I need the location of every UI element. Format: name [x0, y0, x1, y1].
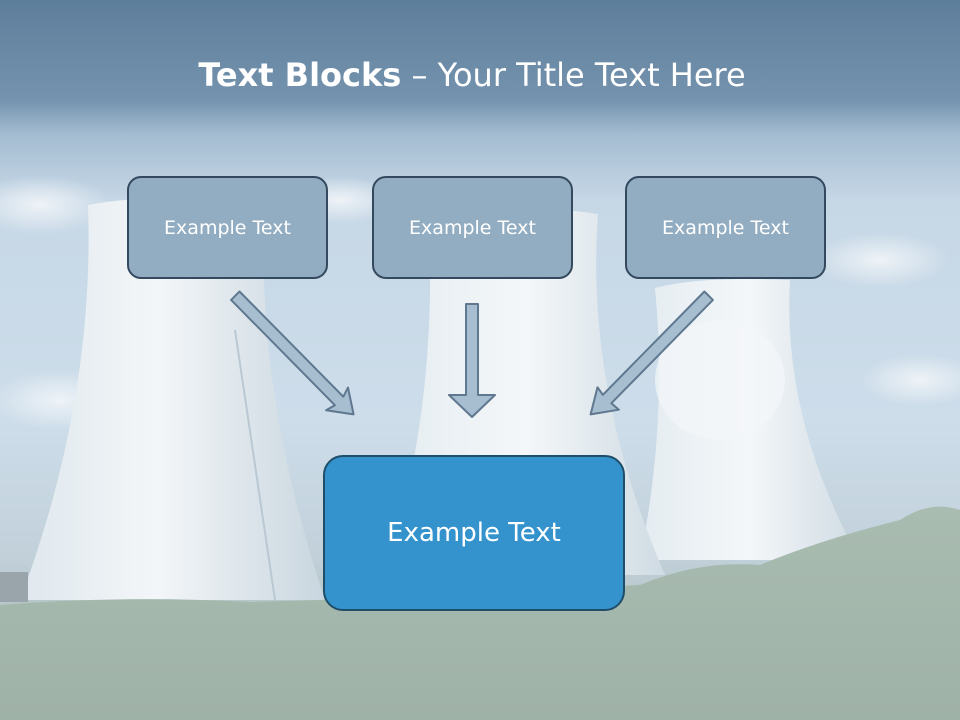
- text-block-main[interactable]: Example Text: [323, 455, 625, 611]
- text-block-1-label: Example Text: [164, 216, 291, 239]
- title-rest: Your Title Text Here: [437, 56, 746, 94]
- text-block-2[interactable]: Example Text: [372, 176, 573, 279]
- arrow-left-diagonal: [230, 290, 355, 416]
- title-bold: Text Blocks: [198, 56, 402, 94]
- arrow-right-diagonal: [589, 290, 714, 416]
- cooling-tower-left: [20, 198, 325, 600]
- title-dash: –: [401, 56, 438, 94]
- text-block-3[interactable]: Example Text: [625, 176, 826, 279]
- foreground-vegetation: [0, 506, 960, 720]
- slide-title: Text Blocks – Your Title Text Here: [0, 54, 944, 96]
- arrow-middle-down: [448, 303, 496, 418]
- plant-building: [0, 572, 28, 602]
- text-block-3-label: Example Text: [662, 216, 789, 239]
- text-block-2-label: Example Text: [409, 216, 536, 239]
- text-block-1[interactable]: Example Text: [127, 176, 328, 279]
- text-block-main-label: Example Text: [387, 518, 561, 548]
